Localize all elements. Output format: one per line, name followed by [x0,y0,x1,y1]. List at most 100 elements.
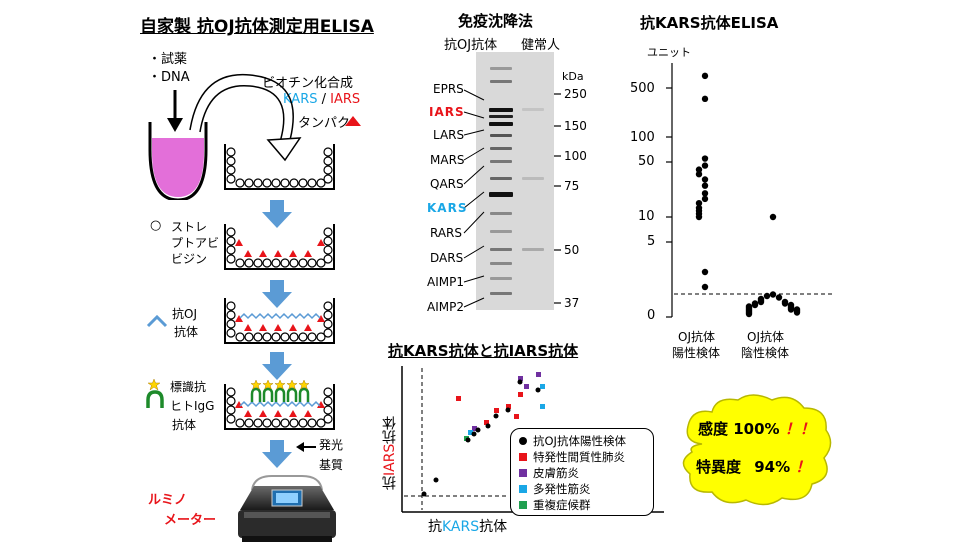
main-title: 自家製 抗OJ抗体測定用ELISA [140,17,374,37]
reagent-label-2: ・DNA [148,70,190,85]
elisa-point [701,195,709,203]
streptavidin-label-1: ストレ [171,220,208,234]
result-cloud [682,394,832,506]
sensitivity-mark: ！！ [784,420,815,438]
marker-250: 250 [564,87,587,101]
legend-label: 重複症候群 [533,498,591,512]
elisa-point [781,300,789,307]
plate-protein [224,224,335,270]
gel-lane-healthy [520,52,546,310]
labeled-label-3: 抗体 [172,418,197,432]
elisa-point [769,291,777,298]
transfer-arrow-curve [189,73,294,141]
gel-image [476,52,554,310]
substrate-arrow-icon [296,442,316,452]
marker-37: 37 [564,296,580,310]
scatter-title: 抗KARS抗体と抗IARS抗体 [388,342,579,360]
legend-label: 特発性間質性肺炎 [533,450,625,464]
labeled-label-1: 標識抗 [170,380,207,394]
plate-antibody [224,298,335,344]
scatter-xlabel: 抗KARS抗体 [428,516,507,536]
gel-lane-oj [488,52,514,310]
ip-lane2-label: 健常人 [521,38,561,53]
anti-oj-label-2: 抗体 [174,325,199,339]
biotin-label: ビオチン化合成 [262,76,354,91]
slash-text: / [321,92,327,107]
scatter-xlabel-prefix: 抗 [428,519,442,535]
elisa-point [701,72,709,80]
tube-outline [148,122,208,200]
specificity-value: 94% [754,458,791,476]
anti-oj-label-1: 抗OJ [172,307,197,321]
elisa-point [695,166,703,173]
legend-label: 多発性筋炎 [533,482,591,496]
iars-text: IARS [330,92,361,107]
elisa-chart-title: 抗KARS抗体ELISA [640,14,779,32]
legend-marker [519,501,527,509]
elisa-point [701,176,709,183]
plate-labeled [224,380,335,430]
elisa-point [695,170,703,178]
legend-marker [519,437,527,445]
ip-band-iars: IARS [429,105,465,119]
luminometer-label-1: ルミノ [148,493,188,508]
step-arrow-3 [262,352,292,380]
substrate-label-1: 発光 [319,438,344,452]
reagent-arrow-head [167,118,183,132]
legend-label: 抗OJ抗体陽性検体 [533,434,626,448]
anti-oj-antibody-icon [146,314,168,328]
elisa-point [775,294,783,301]
kda-label: kDa [562,70,584,83]
scatter-ylabel-prefix: 抗 [382,476,398,490]
scatter-legend: 抗OJ抗体陽性検体特発性間質性肺炎皮膚筋炎多発性筋炎重複症候群 [510,428,654,516]
scatter-ylabel-suffix: 抗体 [382,415,398,444]
sensitivity-value: 100% [733,420,780,438]
labeled-label-2: ヒトIgG [170,399,215,413]
elisa-ytick-0: 0 [647,308,656,323]
reagent-label-1: ・試薬 [148,52,188,67]
scatter-ylabel-colored: IARS [382,443,398,476]
elisa-point [769,213,777,221]
ip-band-kars: KARS [427,201,468,215]
elisa-point [757,298,765,306]
labeled-antibody-icon [146,378,164,408]
ip-lane1-label: 抗OJ抗体 [444,38,498,53]
elisa-point [701,162,709,169]
elisa-ytick-5: 5 [647,234,656,249]
ip-band-lars: LARS [433,128,465,142]
elisa-point [745,310,753,318]
elisa-point [695,199,703,207]
streptavidin-label-3: ビジン [171,252,208,266]
elisa-ytick-500: 500 [630,81,655,96]
transfer-arrow-head [266,137,302,162]
protein-triangle-icon [345,116,361,126]
legend-item: 特発性間質性肺炎 [519,449,626,465]
transfer-arrow-curve-inner [199,84,285,143]
step-arrow-4 [262,440,292,468]
elisa-point [695,213,703,221]
elisa-group2-label-1: OJ抗体 [747,330,784,344]
legend-item: 重複症候群 [519,497,626,513]
elisa-group2-label-2: 陰性検体 [741,346,790,360]
scatter-ylabel: 抗IARS抗体 [380,380,402,490]
ip-band-rars: RARS [430,226,463,240]
elisa-ytick-100: 100 [630,130,655,145]
tube-liquid [152,138,204,197]
ip-band-qars: QARS [430,177,464,191]
elisa-chart-unit: ユニット [647,46,691,59]
elisa-point [701,155,709,162]
elisa-point [763,292,771,300]
streptavidin-label-2: プトアビ [171,236,220,250]
elisa-point [793,309,801,316]
ip-band-dars: DARS [430,251,464,265]
ip-band-aimp1: AIMP1 [427,275,464,289]
specificity-label: 特異度 [696,458,742,476]
elisa-point [701,182,709,189]
marker-100: 100 [564,149,587,163]
marker-75: 75 [564,179,580,193]
specificity-mark: ！ [795,458,811,476]
marker-50: 50 [564,243,580,257]
elisa-point [751,301,759,309]
sensitivity: 感度 100% ！！ [698,418,815,439]
legend-item: 皮膚筋炎 [519,465,626,481]
